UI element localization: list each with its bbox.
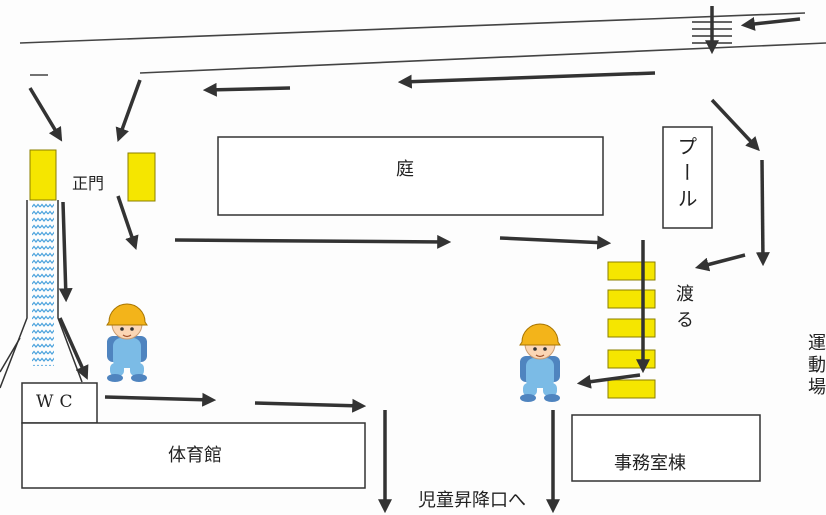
arrow-along-gym-2: [254, 398, 367, 413]
arrow-to-child-right: [576, 373, 641, 389]
corridor-outline-extra: [0, 337, 21, 373]
crosswalk-stripe: [607, 318, 656, 338]
child-leg: [543, 383, 557, 396]
garden-label: 庭: [396, 159, 414, 180]
arrow-to-main-gate: [115, 79, 142, 142]
road-edge-north: [19, 12, 806, 44]
arrow-down-corridor: [58, 201, 73, 303]
arrow-to-crosswalk: [694, 253, 746, 272]
child-body: [526, 358, 554, 388]
office-building-label: 事務室棟: [614, 453, 686, 474]
arrow-road-west-1: [397, 71, 656, 89]
pool-label: プール: [674, 136, 698, 214]
arrow-to-wc: [58, 317, 89, 380]
water-channel: [32, 200, 54, 366]
gym-box: [21, 422, 366, 489]
crosswalk-stripe: [607, 349, 656, 369]
to-student-entrance-label: 児童昇降口へ: [418, 490, 526, 511]
crosswalk-stripe: [607, 289, 656, 309]
arrow-east-side-1: [710, 98, 760, 152]
arrow-road-west-2: [202, 82, 291, 97]
child-shoe: [544, 394, 560, 402]
arrow-from-east: [740, 16, 801, 31]
arrow-from-main-gate: [116, 195, 139, 250]
arrow-along-gym-1: [104, 392, 217, 407]
child-body: [113, 338, 141, 368]
child-helmet: [106, 303, 148, 326]
main-gate-label: 正門: [72, 174, 105, 193]
child-eye: [533, 347, 537, 351]
child-leg: [523, 383, 537, 396]
wc-label: WC: [36, 392, 79, 412]
arrow-along-garden-1: [174, 234, 452, 249]
child-mouth: [122, 334, 132, 338]
child-leg: [110, 363, 124, 376]
playground-label: 運動場: [805, 333, 826, 399]
child-shoe: [131, 374, 147, 382]
arrow-along-garden-2: [499, 235, 612, 250]
crosswalk-stripe: [607, 261, 656, 281]
road-edge-south: [139, 42, 826, 74]
crosswalk-stripe: [607, 379, 656, 399]
child-mouth: [535, 354, 545, 358]
road-crosswalk-icon: [692, 6, 732, 55]
gym-label: 体育館: [168, 445, 222, 466]
side-gate-marker: [29, 149, 57, 201]
arrow-east-side-2: [755, 159, 770, 267]
office-building-box: [571, 414, 761, 482]
cross-here-label: 渡る: [673, 284, 694, 336]
child-eye: [120, 327, 124, 331]
garden-box: [217, 136, 604, 216]
pool-box: [662, 126, 713, 229]
corridor-outline-right: [57, 200, 83, 383]
main-gate-marker: [127, 152, 156, 202]
child-eye: [543, 347, 547, 351]
corridor-outline-left: [0, 200, 28, 389]
child-shoe: [107, 374, 123, 382]
child-shoe: [520, 394, 536, 402]
arrow-to-side-gate: [28, 87, 63, 142]
child-with-safety-helmet-icon: [519, 323, 561, 402]
child-leg: [130, 363, 144, 376]
child-helmet: [519, 323, 561, 346]
child-eye: [130, 327, 134, 331]
child-with-safety-helmet-icon: [106, 303, 148, 382]
